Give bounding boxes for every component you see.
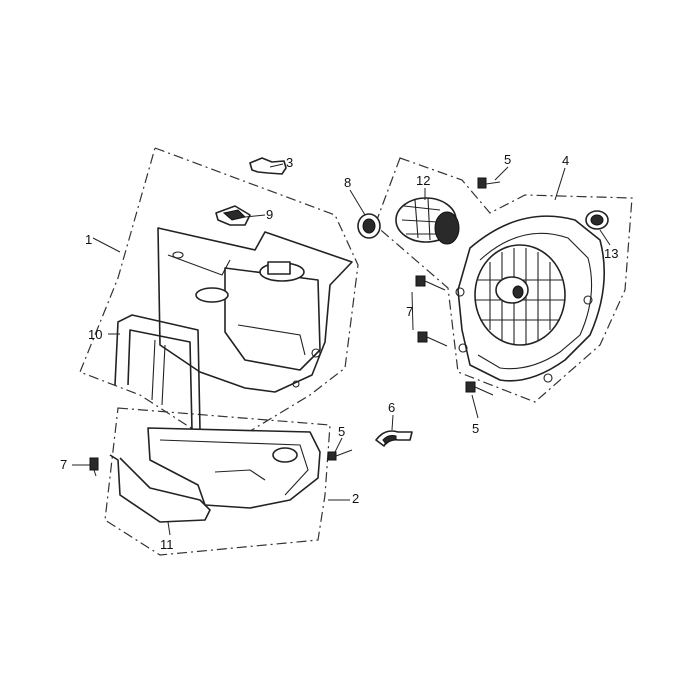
screw-part-7-lower bbox=[417, 331, 448, 347]
bolt-part-5-top bbox=[477, 177, 501, 189]
cooling-shroud-lower bbox=[147, 427, 321, 509]
callout-12: 12 bbox=[416, 173, 430, 188]
callout-8: 8 bbox=[344, 175, 351, 190]
bolt-part-5-middle bbox=[327, 449, 353, 461]
clip-part-3 bbox=[249, 157, 287, 175]
pipe-clamp-part-6 bbox=[375, 430, 413, 447]
shroud-wire-frame bbox=[114, 314, 201, 431]
group-boundary-fan-cover bbox=[374, 157, 633, 403]
callout-11: 11 bbox=[160, 537, 174, 552]
callout-4: 4 bbox=[562, 153, 569, 168]
cooling-shroud-upper bbox=[157, 227, 353, 393]
grommet-part-13 bbox=[585, 210, 609, 230]
callout-3: 3 bbox=[286, 155, 293, 170]
callout-2: 2 bbox=[352, 491, 359, 506]
group-boundary-lower-shroud bbox=[104, 407, 331, 556]
callout-7-right: 7 bbox=[406, 304, 413, 319]
callout-5-top: 5 bbox=[504, 152, 511, 167]
bolt-part-5-lower bbox=[465, 381, 494, 396]
grommet-part-8 bbox=[357, 213, 381, 239]
clamp-part-9 bbox=[215, 205, 251, 226]
callout-5-lower: 5 bbox=[472, 421, 479, 436]
screw-part-7-upper bbox=[415, 275, 446, 291]
fan-grille-part-12 bbox=[395, 197, 460, 245]
group-boundary-cooling-shroud bbox=[79, 147, 359, 449]
screw-part-7-left bbox=[89, 457, 99, 477]
callout-1: 1 bbox=[85, 232, 92, 247]
callout-10: 10 bbox=[88, 327, 102, 342]
leader-lines bbox=[72, 163, 611, 536]
callout-9: 9 bbox=[266, 207, 273, 222]
lower-wire-frame bbox=[109, 454, 211, 523]
fan-cover-part-4 bbox=[455, 215, 605, 383]
callout-7-left: 7 bbox=[60, 457, 67, 472]
callout-6: 6 bbox=[388, 400, 395, 415]
callout-13: 13 bbox=[604, 246, 618, 261]
callout-5-middle: 5 bbox=[338, 424, 345, 439]
